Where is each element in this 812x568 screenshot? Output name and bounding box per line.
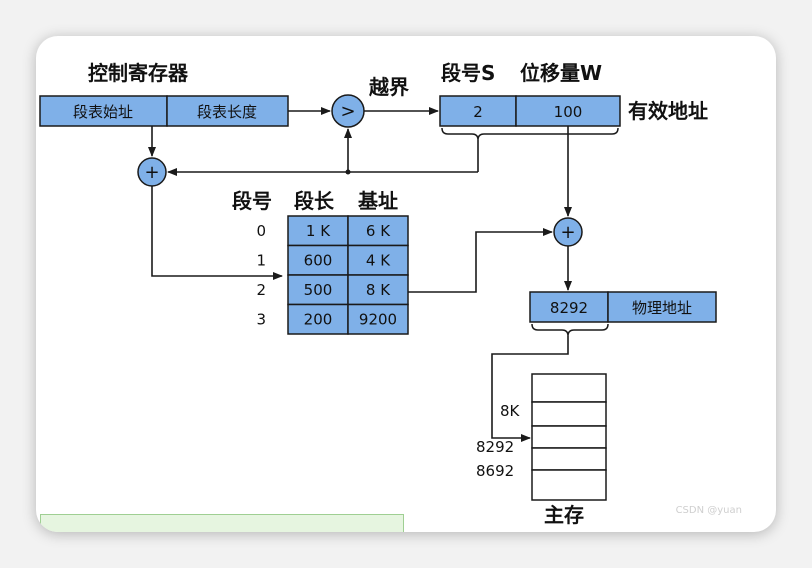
table-row-base: 6 K bbox=[366, 222, 391, 240]
main-memory-label: 主存 bbox=[544, 503, 584, 527]
memory-block-2 bbox=[531, 401, 607, 427]
segment-number-cell bbox=[439, 95, 517, 127]
main-memory bbox=[531, 373, 607, 501]
logical-address-register: 2 100 bbox=[439, 95, 621, 127]
segment-number-header: 段号S bbox=[441, 61, 495, 85]
physical-address-cell bbox=[529, 291, 609, 323]
watermark: CSDN @yuan bbox=[675, 505, 742, 516]
effective-address-label: 有效地址 bbox=[628, 99, 708, 123]
table-cell-length bbox=[287, 244, 349, 276]
table-row-seg-number: 3 bbox=[256, 311, 266, 329]
segment-table: 0 1 K 6 K 1 600 4 K 2 500 8 K 3 200 9200 bbox=[256, 215, 409, 335]
overflow-label: 越界 bbox=[368, 75, 409, 99]
segmentation-diagram: 控制寄存器 段表始址 段表长度 > 越界 段号S 位移量W 2 100 有效地址… bbox=[39, 61, 717, 527]
memory-mark-8k: 8K bbox=[500, 402, 521, 420]
offset-value: 100 bbox=[554, 103, 583, 121]
table-row-length: 200 bbox=[304, 311, 333, 329]
arrow-base-to-adder bbox=[408, 228, 553, 293]
address-adder-symbol: + bbox=[560, 222, 575, 243]
junction-dot bbox=[345, 169, 351, 175]
memory-block-3 bbox=[531, 425, 607, 449]
table-header-base: 基址 bbox=[358, 189, 398, 213]
memory-mark-8692: 8692 bbox=[476, 462, 514, 480]
physical-address-register: 8292 物理地址 bbox=[529, 291, 717, 323]
memory-block-1 bbox=[531, 373, 607, 403]
memory-block-4 bbox=[531, 447, 607, 471]
physical-address-brace bbox=[531, 323, 609, 337]
table-row-length: 1 K bbox=[306, 222, 331, 240]
table-cell-length bbox=[287, 303, 349, 335]
segment-number-value: 2 bbox=[473, 103, 483, 121]
seg-table-start-cell bbox=[39, 95, 168, 127]
table-row-seg-number: 1 bbox=[256, 252, 266, 270]
table-cell-base bbox=[347, 244, 409, 276]
control-register: 段表始址 段表长度 bbox=[39, 95, 289, 127]
table-header-length: 段长 bbox=[294, 189, 335, 213]
slide-card: 控制寄存器 段表始址 段表长度 > 越界 段号S 位移量W 2 100 有效地址… bbox=[36, 36, 776, 532]
table-row-length: 500 bbox=[304, 281, 333, 299]
connectors bbox=[148, 107, 572, 442]
table-header-seg: 段号 bbox=[232, 189, 272, 213]
table-row-seg-number: 2 bbox=[256, 281, 266, 299]
memory-block-5 bbox=[531, 469, 607, 501]
comparator-symbol: > bbox=[340, 101, 355, 122]
table-row-seg-number: 0 bbox=[256, 222, 266, 240]
control-register-title: 控制寄存器 bbox=[88, 61, 189, 85]
table-row-base: 4 K bbox=[366, 252, 391, 270]
bottom-callout-box bbox=[40, 514, 404, 532]
physical-address-label: 物理地址 bbox=[632, 299, 692, 317]
physical-address-value: 8292 bbox=[550, 299, 588, 317]
arrow-physical-to-memory bbox=[491, 336, 569, 442]
memory-mark-8292: 8292 bbox=[476, 438, 514, 456]
seg-table-start-label: 段表始址 bbox=[73, 103, 133, 121]
logical-address-brace bbox=[441, 127, 619, 141]
table-cell-length bbox=[287, 274, 349, 306]
table-adder-symbol: + bbox=[144, 162, 159, 183]
offset-header: 位移量W bbox=[520, 61, 602, 85]
table-cell-base bbox=[347, 303, 409, 335]
table-row-base: 9200 bbox=[359, 311, 397, 329]
table-row-length: 600 bbox=[304, 252, 333, 270]
physical-address-label-cell bbox=[607, 291, 717, 323]
seg-table-length-cell bbox=[166, 95, 289, 127]
arrow-adder-to-row bbox=[151, 186, 283, 280]
table-row-base: 8 K bbox=[366, 281, 391, 299]
seg-table-length-label: 段表长度 bbox=[197, 103, 257, 121]
